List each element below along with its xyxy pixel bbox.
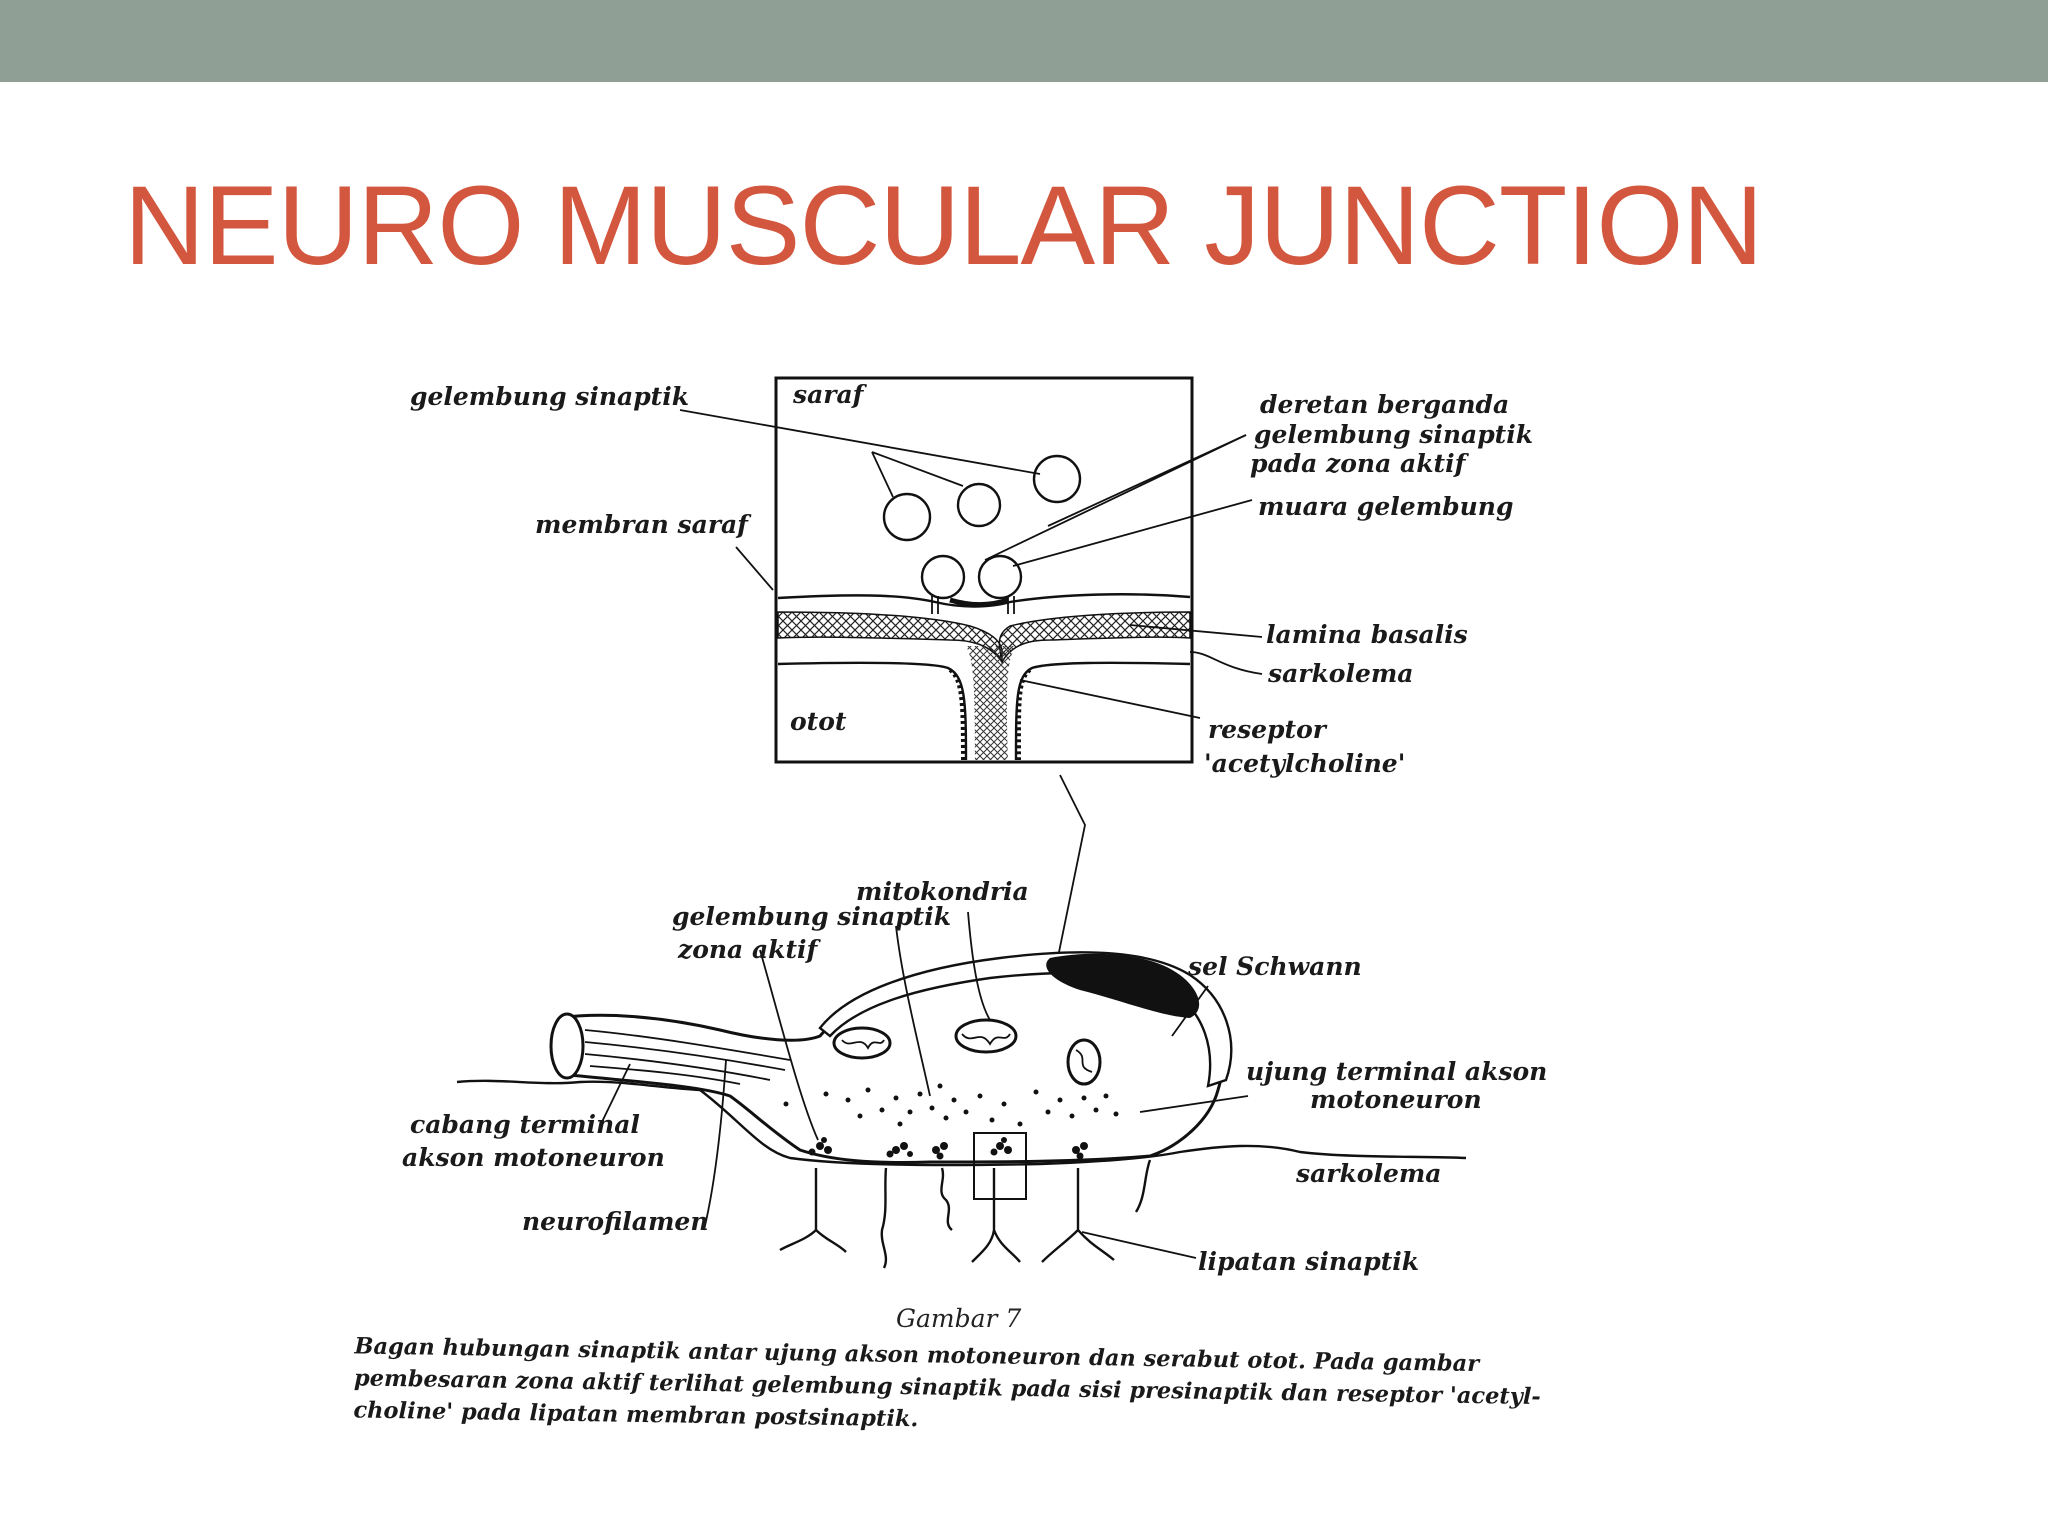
label-neurofilamen: neurofilamen	[522, 1207, 709, 1236]
inset-magnification-box: saraf otot	[774, 376, 1194, 764]
label-deretan-berganda: deretan berganda	[1260, 390, 1509, 419]
label-membran-saraf: membran saraf	[535, 510, 752, 539]
label-zona-aktif: zona aktif	[677, 935, 822, 964]
label-sarkolema-inset: sarkolema	[1267, 659, 1414, 688]
axon-terminal-drawing	[456, 951, 1467, 1269]
label-acetylcholine: 'acetylcholine'	[1204, 749, 1405, 778]
label-saraf: saraf	[792, 380, 868, 409]
label-sarkolema-main: sarkolema	[1295, 1159, 1442, 1188]
top-accent-bar	[0, 0, 2048, 82]
label-cabang-terminal: cabang terminal	[410, 1110, 640, 1139]
figure-number: Gambar 7	[896, 1304, 1021, 1333]
slide-title: NEURO MUSCULAR JUNCTION	[124, 163, 1763, 288]
label-ujung-terminal: ujung terminal akson	[1246, 1057, 1547, 1086]
main-leader-lines	[599, 911, 1249, 1259]
label-motoneuron: motoneuron	[1310, 1085, 1482, 1114]
label-deretan-zona: pada zona aktif	[1250, 449, 1470, 478]
label-gelembung-sinaptik-main: gelembung sinaptik	[672, 902, 951, 931]
figure-caption: Bagan hubungan sinaptik antar ujung akso…	[353, 1333, 1541, 1432]
label-muara-gelembung: muara gelembung	[1258, 492, 1513, 521]
label-gelembung-sinaptik: gelembung sinaptik	[410, 382, 689, 411]
label-lipatan-sinaptik: lipatan sinaptik	[1198, 1247, 1419, 1276]
label-deretan-gelembung: gelembung sinaptik	[1254, 420, 1533, 449]
label-mitokondria: mitokondria	[856, 877, 1029, 906]
label-reseptor: reseptor	[1208, 715, 1328, 744]
label-sel-schwann: sel Schwann	[1187, 952, 1362, 981]
label-otot: otot	[790, 707, 847, 736]
label-lamina-basalis: lamina basalis	[1266, 620, 1468, 649]
caption-line-3: choline' pada lipatan membran postsinapt…	[353, 1397, 918, 1432]
label-akson-motoneuron: akson motoneuron	[402, 1143, 665, 1172]
